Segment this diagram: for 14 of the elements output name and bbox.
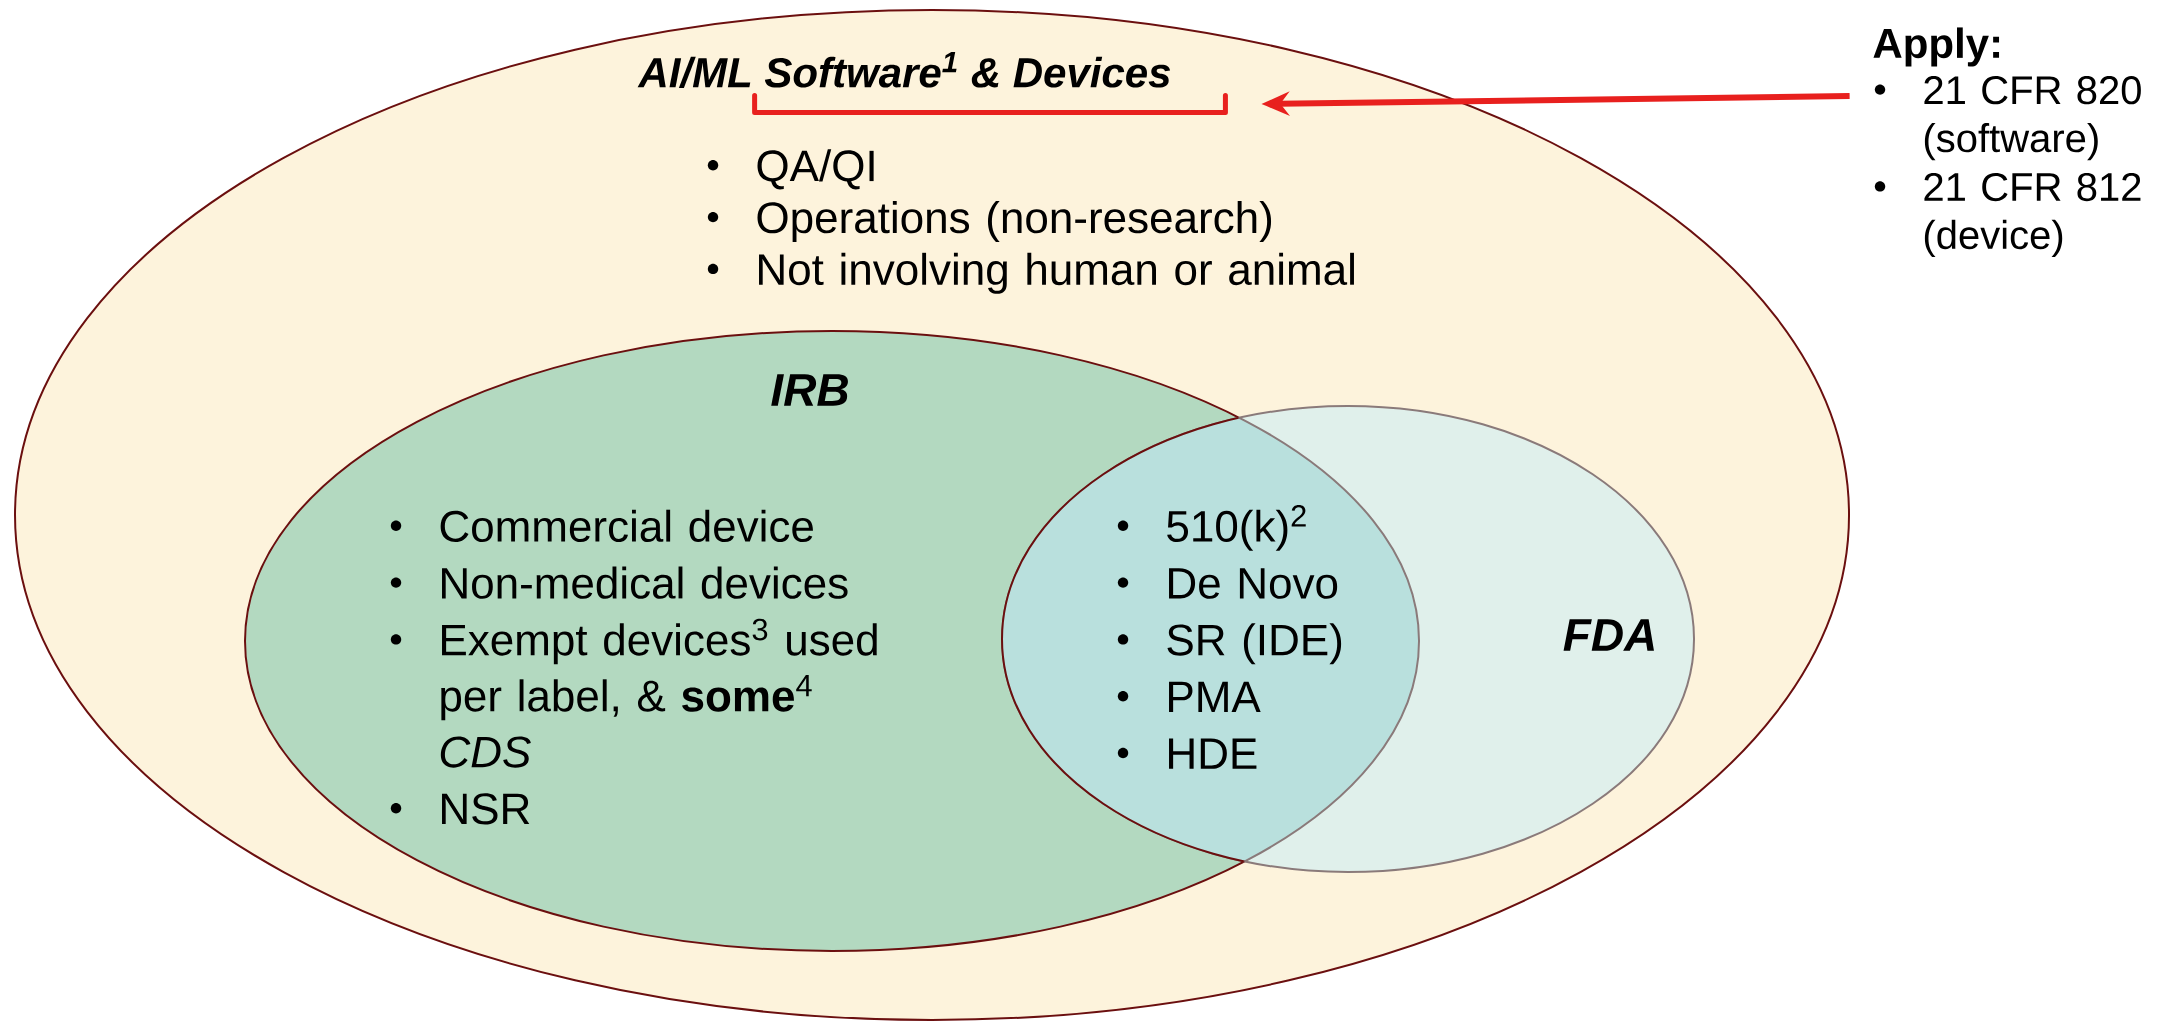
region-heading: FDA bbox=[1563, 619, 1654, 651]
bullet-item: NSR bbox=[442, 793, 530, 825]
bullet-item: 21 CFR 820 (software) bbox=[1924, 76, 2141, 161]
list-heading: Apply: bbox=[1873, 27, 2000, 67]
region-heading: AI/ML Software$^{1}$ & Devices bbox=[637, 51, 1171, 89]
bullet-item: Exempt devices$^{3}$ used per label, & some$^{4}$ CDS bbox=[440, 618, 877, 768]
bullet-item: 21 CFR 812 (device) bbox=[1924, 172, 2141, 258]
bullet-item: Not involving human or animal bbox=[759, 252, 1354, 294]
region-heading: IRB bbox=[771, 374, 848, 406]
bullet-item: Operations (non-research) bbox=[757, 201, 1272, 242]
bracket bbox=[752, 93, 1228, 115]
bullet-item: Commercial device bbox=[440, 509, 813, 543]
bullet-item: QA/QI bbox=[757, 149, 874, 190]
bullet-item: Non-medical devices bbox=[442, 566, 848, 599]
